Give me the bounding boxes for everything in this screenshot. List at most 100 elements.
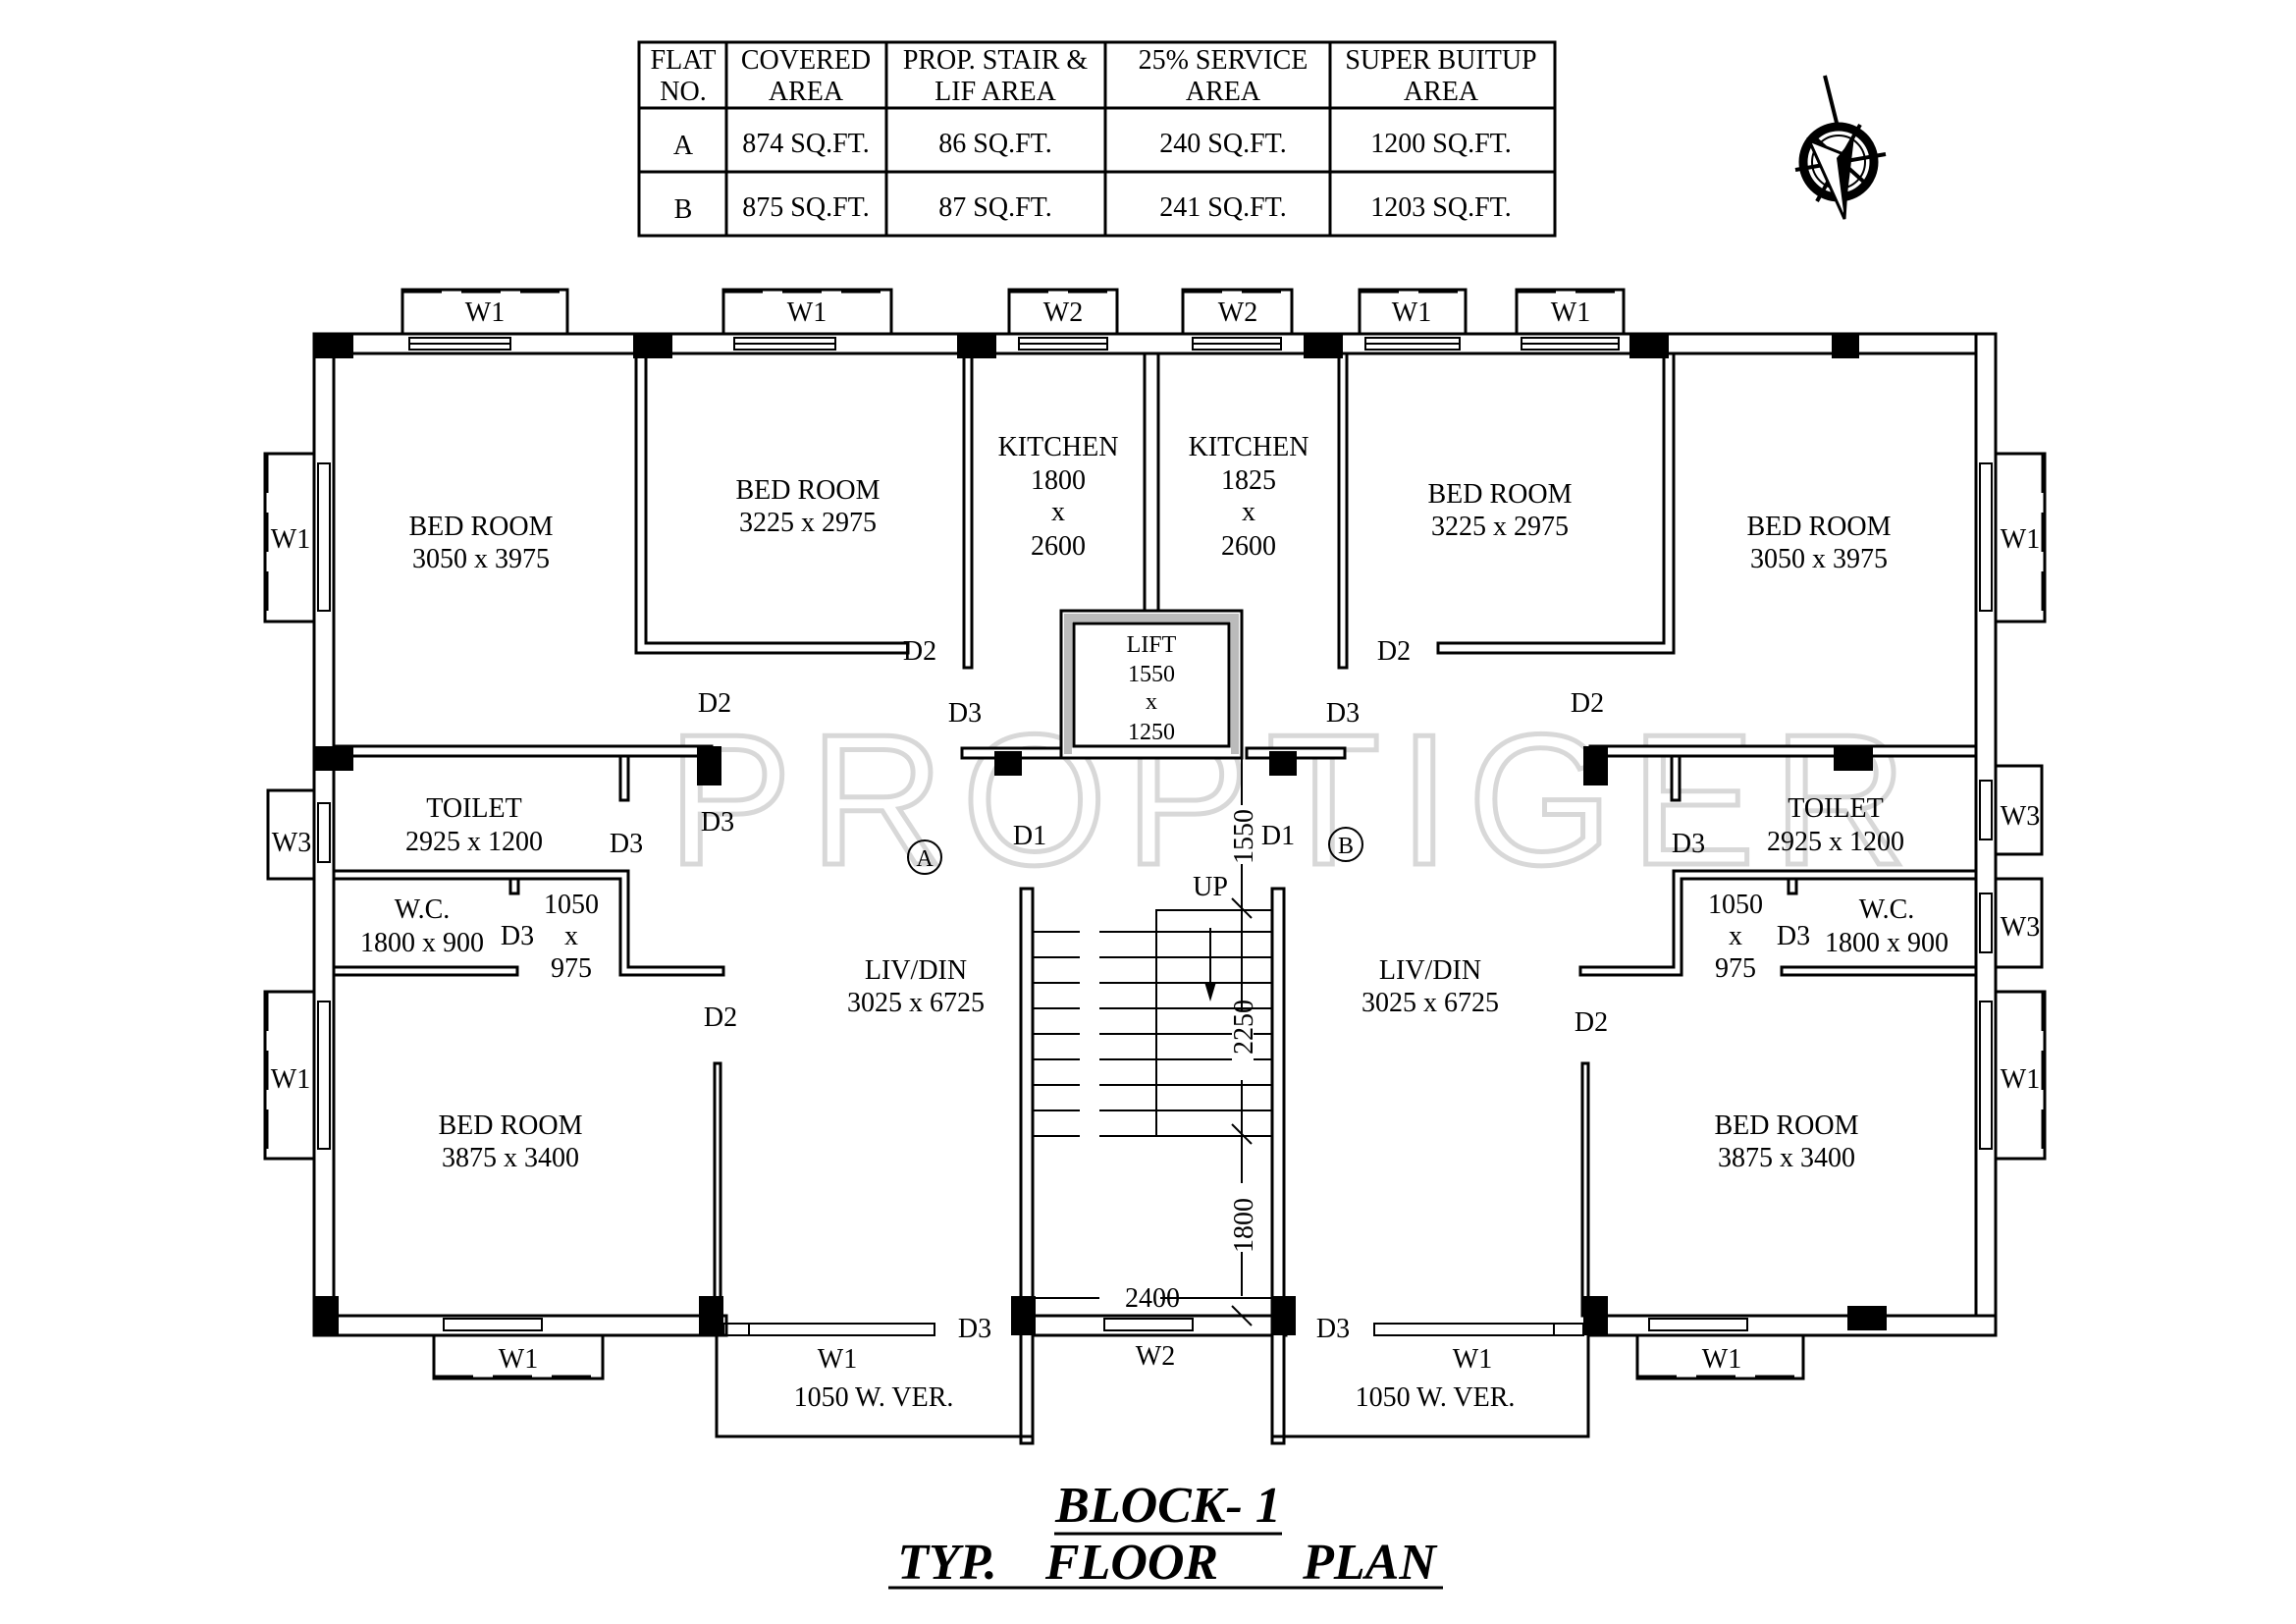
lift-shaft: [1059, 609, 1244, 760]
table-cell-service: 241 SQ.FT.: [1159, 192, 1286, 223]
room-name-a-bed3: BED ROOM: [438, 1110, 582, 1141]
window-label-w1: W1: [2001, 1064, 2040, 1095]
passage-dim1-b: 1050: [1708, 890, 1763, 920]
door-label-d3: D3: [501, 921, 534, 951]
room-size-b-bed2: 3225 x 2975: [1431, 512, 1569, 542]
windows: [263, 288, 2047, 1380]
room-x-lift: x: [1146, 689, 1157, 715]
table-cell-stair: 86 SQ.FT.: [938, 129, 1051, 159]
flat-marker-a: A: [907, 839, 942, 875]
door-label-d1: D1: [1013, 821, 1046, 851]
room-size-b-bed3: 3875 x 3400: [1718, 1143, 1855, 1173]
room-name-b-livdin: LIV/DIN: [1379, 955, 1481, 986]
flat-marker-a-label: A: [916, 846, 934, 872]
window-label-w1: W1: [1551, 298, 1590, 328]
stair-up-label: UP: [1193, 872, 1228, 902]
room-labels: BED ROOM 3050 x 3975 BED ROOM 3225 x 297…: [360, 432, 1949, 1413]
table-header-stair-2: LIF AREA: [934, 77, 1056, 107]
door-label-d3: D3: [610, 829, 643, 859]
door-label-d2: D2: [1571, 688, 1604, 719]
room-dim1-lift: 1550: [1128, 662, 1175, 687]
room-dim2-lift: 1250: [1128, 720, 1175, 745]
verandah-name-a: 1050 W. VER.: [794, 1382, 954, 1413]
table-cell-stair: 87 SQ.FT.: [938, 192, 1051, 223]
window-label-w1: W1: [499, 1344, 538, 1375]
window-label-w1: W1: [271, 524, 310, 555]
table-header-covered-2: AREA: [769, 77, 844, 107]
door-label-d2: D2: [704, 1002, 737, 1033]
table-header-flat-2: NO.: [660, 77, 706, 107]
door-label-d3: D3: [1777, 921, 1810, 951]
stair-dim-1800: 1800: [1229, 1198, 1259, 1253]
window-label-w2: W2: [1218, 298, 1257, 328]
window-label-w3: W3: [272, 828, 311, 858]
room-size-b-bed1: 3050 x 3975: [1750, 544, 1888, 574]
window-label-w3: W3: [2001, 912, 2040, 943]
table-cell-service: 240 SQ.FT.: [1159, 129, 1286, 159]
room-x-a-kitchen: x: [1051, 497, 1065, 527]
door-label-d3: D3: [701, 807, 734, 838]
passage-dim2-a: 975: [551, 953, 592, 984]
door-label-d1: D1: [1261, 821, 1295, 851]
title-block: BLOCK- 1: [1054, 1478, 1281, 1534]
room-name-b-bed3: BED ROOM: [1714, 1110, 1858, 1141]
columns: [314, 334, 1887, 1335]
room-size-a-bed2: 3225 x 2975: [739, 508, 877, 538]
door-label-d3: D3: [1672, 829, 1705, 859]
stair-dim-1550: 1550: [1229, 809, 1259, 864]
room-size-a-wc: 1800 x 900: [360, 928, 484, 958]
verandah-window-a: W1: [818, 1344, 857, 1375]
table-header-super-1: SUPER BUITUP: [1345, 45, 1536, 76]
door-label-d3: D3: [1326, 698, 1360, 729]
room-size-b-livdin: 3025 x 6725: [1362, 988, 1499, 1018]
door-label-d2: D2: [903, 636, 936, 667]
window-label-w1: W1: [465, 298, 505, 328]
door-label-d2: D2: [698, 688, 731, 719]
window-label-w2: W2: [1043, 298, 1083, 328]
table-cell-covered: 875 SQ.FT.: [742, 192, 869, 223]
window-label-w1: W1: [2001, 524, 2040, 555]
window-label-w3: W3: [2001, 801, 2040, 832]
staircase: [1033, 756, 1273, 1326]
room-dim2-b-kitchen: 2600: [1221, 531, 1276, 562]
table-header-covered-1: COVERED: [741, 45, 871, 76]
room-size-b-toilet: 2925 x 1200: [1767, 827, 1904, 857]
room-dim1-b-kitchen: 1825: [1221, 465, 1276, 496]
room-size-b-wc: 1800 x 900: [1825, 928, 1949, 958]
table-cell-flat: A: [673, 131, 694, 161]
table-header-service-1: 25% SERVICE: [1139, 45, 1308, 76]
window-label-w2: W2: [1136, 1341, 1175, 1372]
verandah-name-b: 1050 W. VER.: [1356, 1382, 1516, 1413]
room-name-b-toilet: TOILET: [1788, 793, 1883, 824]
table-header-stair-1: PROP. STAIR &: [903, 45, 1089, 76]
room-x-b-kitchen: x: [1242, 497, 1255, 527]
passage-dim1-a: 1050: [544, 890, 599, 920]
table-cell-flat: B: [674, 194, 693, 225]
door-label-d3: D3: [958, 1314, 991, 1344]
passage-x-a: x: [564, 921, 578, 951]
room-name-a-wc: W.C.: [395, 894, 451, 925]
window-label-w1: W1: [1702, 1344, 1741, 1375]
drawing-title: BLOCK- 1 TYP. FLOOR PLAN: [888, 1478, 1443, 1591]
room-name-b-bed1: BED ROOM: [1746, 512, 1891, 542]
room-name-b-bed2: BED ROOM: [1427, 479, 1572, 510]
stair-dim-2250: 2250: [1229, 1000, 1259, 1055]
window-label-w1: W1: [271, 1064, 310, 1095]
passage-x-b: x: [1729, 921, 1742, 951]
north-arrow-compass-icon: [1794, 75, 1887, 220]
room-name-a-bed1: BED ROOM: [408, 512, 553, 542]
room-dim1-a-kitchen: 1800: [1031, 465, 1086, 496]
door-label-d2: D2: [1377, 636, 1411, 667]
title-typ: TYP.: [897, 1535, 997, 1591]
room-size-a-bed3: 3875 x 3400: [442, 1143, 579, 1173]
window-label-w1: W1: [1392, 298, 1431, 328]
room-name-a-livdin: LIV/DIN: [865, 955, 967, 986]
room-size-a-toilet: 2925 x 1200: [405, 827, 543, 857]
verandah-window-b: W1: [1453, 1344, 1492, 1375]
room-name-b-kitchen: KITCHEN: [1189, 432, 1309, 462]
table-header-flat-1: FLAT: [651, 45, 717, 76]
room-size-a-livdin: 3025 x 6725: [847, 988, 985, 1018]
window-label-w1: W1: [787, 298, 827, 328]
table-cell-super: 1203 SQ.FT.: [1370, 192, 1511, 223]
